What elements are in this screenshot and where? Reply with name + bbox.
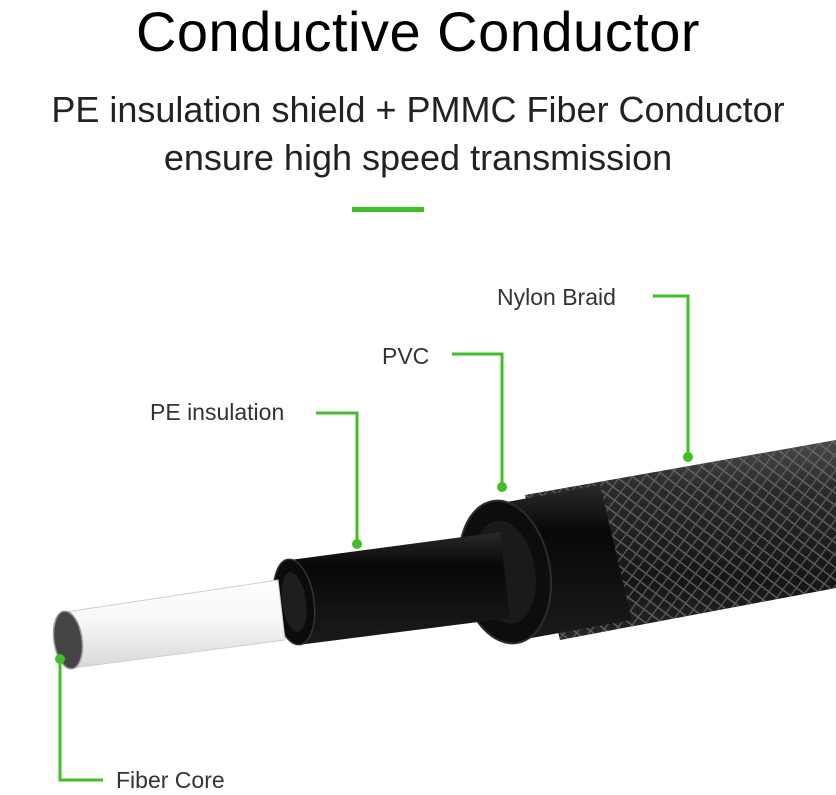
- subtitle-line-1: PE insulation shield + PMMC Fiber Conduc…: [51, 89, 785, 130]
- accent-divider: [352, 207, 424, 212]
- dot-fiber-core: [55, 654, 65, 664]
- leader-lines: [58, 294, 690, 782]
- label-pvc: PVC: [382, 343, 430, 369]
- leader-nylon-braid: [653, 294, 690, 457]
- leader-pvc: [452, 352, 504, 487]
- subtitle: PE insulation shield + PMMC Fiber Conduc…: [0, 86, 836, 182]
- fiber-core: [52, 579, 286, 670]
- dot-pvc: [497, 482, 507, 492]
- leader-fiber-core: [58, 659, 103, 782]
- label-fiber-core: Fiber Core: [116, 767, 225, 793]
- dot-nylon-braid: [683, 452, 693, 462]
- subtitle-line-2: ensure high speed transmission: [163, 137, 673, 178]
- dot-pe-insulation: [352, 539, 362, 549]
- pe-insulation-tube: [272, 532, 510, 646]
- leader-pe-insulation: [316, 411, 359, 544]
- leader-dots: [55, 452, 693, 664]
- label-pe-insulation: PE insulation: [150, 399, 285, 425]
- page-title: Conductive Conductor: [135, 0, 701, 63]
- label-nylon-braid: Nylon Braid: [497, 284, 616, 310]
